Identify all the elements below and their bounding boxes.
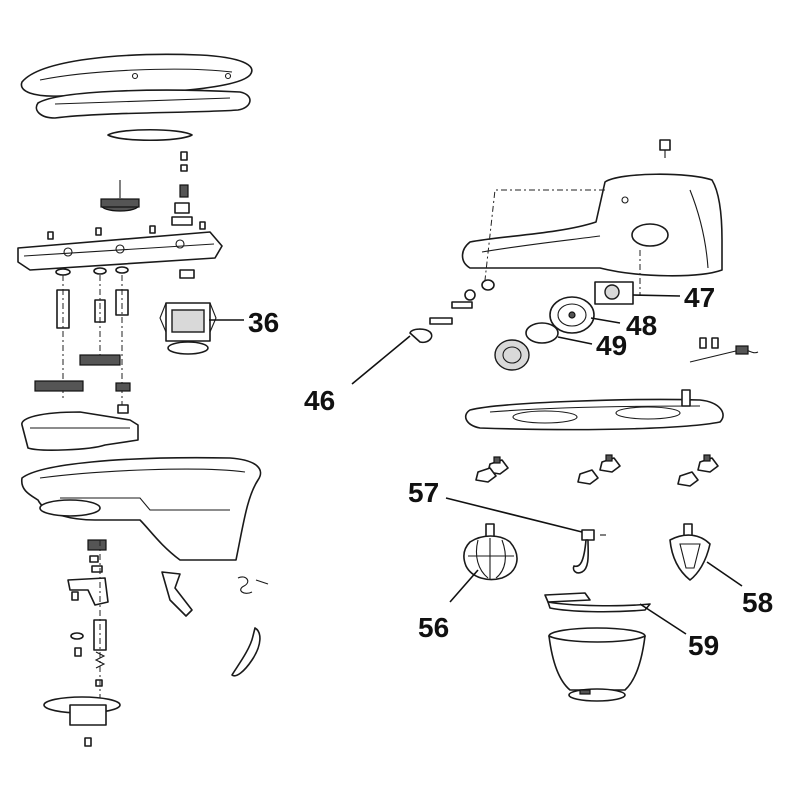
leader-57 <box>445 497 583 533</box>
bottom-disc <box>43 696 121 747</box>
callout-48: 48 <box>626 310 657 341</box>
leader-46 <box>351 335 411 385</box>
leader-49 <box>557 336 593 345</box>
shafts <box>55 266 129 410</box>
speed-knob <box>494 339 530 371</box>
trim-strip <box>35 89 251 119</box>
whisk <box>463 523 518 581</box>
base-plate <box>464 389 724 431</box>
callout-46: 46 <box>304 385 335 416</box>
callout-56: 56 <box>418 612 449 643</box>
screws-upper <box>171 151 193 226</box>
callout-49: 49 <box>596 330 627 361</box>
splash-guard <box>544 592 651 613</box>
gear-plate <box>17 221 223 271</box>
control-knob-housing <box>594 281 634 305</box>
motor <box>159 269 217 355</box>
gear-housing <box>21 411 139 451</box>
switch-assembly <box>409 279 495 344</box>
head-shell <box>20 456 262 561</box>
power-cord <box>689 337 759 363</box>
callout-47: 47 <box>684 282 715 313</box>
leader-56 <box>449 569 479 603</box>
flat-beater <box>669 523 711 581</box>
callout-36: 36 <box>248 307 279 338</box>
dial-ring <box>525 322 559 344</box>
leader-59 <box>639 603 687 635</box>
dough-hook <box>572 529 606 574</box>
callout-58: 58 <box>742 587 773 618</box>
main-body <box>461 173 723 277</box>
leader-48 <box>590 317 621 324</box>
dash-guide-1 <box>484 189 605 281</box>
drive-belt <box>107 128 193 142</box>
pin-top <box>659 139 671 158</box>
top-gear <box>100 180 140 212</box>
wire-hose <box>231 627 261 677</box>
mid-gears <box>34 354 131 414</box>
latch-lever <box>161 571 193 617</box>
control-dial <box>549 296 595 334</box>
callout-59: 59 <box>688 630 719 661</box>
leader-58 <box>706 561 743 587</box>
latch-spring <box>237 576 269 594</box>
callout-57: 57 <box>408 477 439 508</box>
rubber-feet <box>475 454 719 487</box>
spindle-assembly <box>67 539 109 700</box>
mixing-bowl <box>548 627 646 702</box>
leader-47 <box>632 294 681 297</box>
